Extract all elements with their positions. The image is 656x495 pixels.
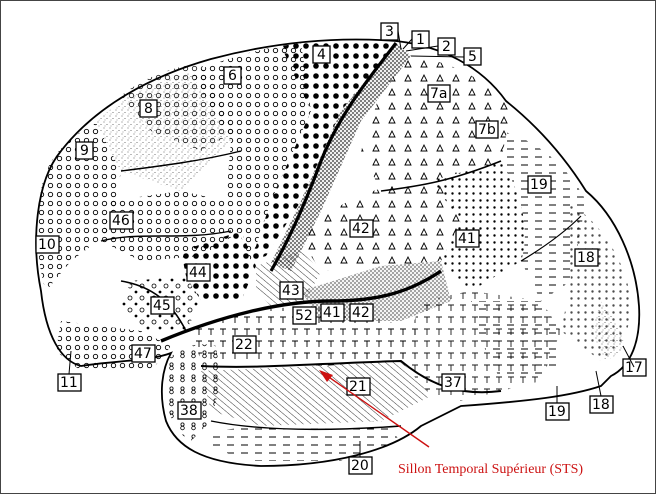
- area-label-46: 46: [110, 212, 133, 229]
- area-label-45: 45: [151, 297, 174, 314]
- svg-text:44: 44: [189, 265, 207, 281]
- area-label-39: 41: [456, 230, 479, 247]
- svg-text:41: 41: [458, 231, 476, 247]
- area-label-18-upper: 18: [575, 249, 598, 266]
- area-label-1: 1: [412, 31, 429, 48]
- area-label-7a: 7a: [428, 85, 450, 102]
- svg-text:43: 43: [282, 283, 300, 299]
- svg-text:41: 41: [323, 305, 341, 321]
- svg-text:11: 11: [60, 375, 78, 391]
- svg-text:42: 42: [352, 305, 370, 321]
- area-label-37: 37: [442, 374, 465, 391]
- area-label-10: 10: [36, 236, 59, 253]
- svg-text:1: 1: [416, 32, 425, 48]
- svg-text:52: 52: [295, 308, 313, 324]
- area-label-20: 20: [349, 457, 372, 474]
- area-label-6: 6: [224, 67, 241, 84]
- region-38: [165, 344, 221, 441]
- svg-text:38: 38: [180, 403, 198, 419]
- svg-text:7a: 7a: [430, 86, 448, 102]
- area-label-41: 41: [321, 304, 344, 321]
- area-label-2: 2: [438, 38, 455, 55]
- svg-text:20: 20: [351, 458, 369, 474]
- svg-text:6: 6: [228, 68, 237, 84]
- area-label-42: 42: [350, 304, 373, 321]
- area-label-47: 47: [132, 345, 155, 362]
- svg-text:8: 8: [144, 101, 153, 117]
- region-20: [206, 421, 401, 461]
- area-label-8: 8: [140, 100, 157, 117]
- area-label-19-bottom: 19: [546, 403, 569, 420]
- region-21: [201, 361, 431, 426]
- svg-text:7b: 7b: [478, 122, 496, 138]
- annotation-text: Sillon Temporal Supérieur (STS): [398, 462, 583, 477]
- area-label-7b: 7b: [476, 121, 498, 138]
- area-label-38: 38: [178, 402, 201, 419]
- area-label-19-top: 19: [528, 176, 551, 193]
- svg-text:2: 2: [442, 39, 451, 55]
- svg-text:47: 47: [134, 346, 152, 362]
- area-label-5: 5: [464, 48, 481, 65]
- area-label-40: 42: [350, 220, 373, 237]
- svg-text:9: 9: [80, 143, 89, 159]
- svg-text:46: 46: [112, 213, 130, 229]
- svg-text:42: 42: [352, 221, 370, 237]
- area-label-11: 11: [58, 374, 81, 391]
- area-label-17: 17: [623, 359, 646, 376]
- svg-text:17: 17: [625, 360, 643, 376]
- svg-text:19: 19: [548, 404, 566, 420]
- area-label-22: 22: [233, 336, 256, 353]
- area-label-44: 44: [187, 264, 210, 281]
- svg-text:4: 4: [317, 47, 326, 63]
- svg-text:3: 3: [385, 24, 394, 40]
- svg-text:37: 37: [444, 375, 462, 391]
- svg-text:18: 18: [592, 397, 610, 413]
- area-label-52: 52: [293, 307, 316, 324]
- svg-text:22: 22: [235, 337, 253, 353]
- area-label-18-lower: 18: [590, 396, 613, 413]
- area-label-3: 3: [381, 23, 398, 40]
- area-label-9: 9: [76, 142, 93, 159]
- svg-text:18: 18: [577, 250, 595, 266]
- svg-text:19: 19: [530, 177, 548, 193]
- svg-text:45: 45: [153, 298, 171, 314]
- svg-text:10: 10: [38, 237, 56, 253]
- svg-text:5: 5: [468, 49, 477, 65]
- area-label-4: 4: [313, 46, 330, 63]
- area-label-43: 43: [280, 282, 303, 299]
